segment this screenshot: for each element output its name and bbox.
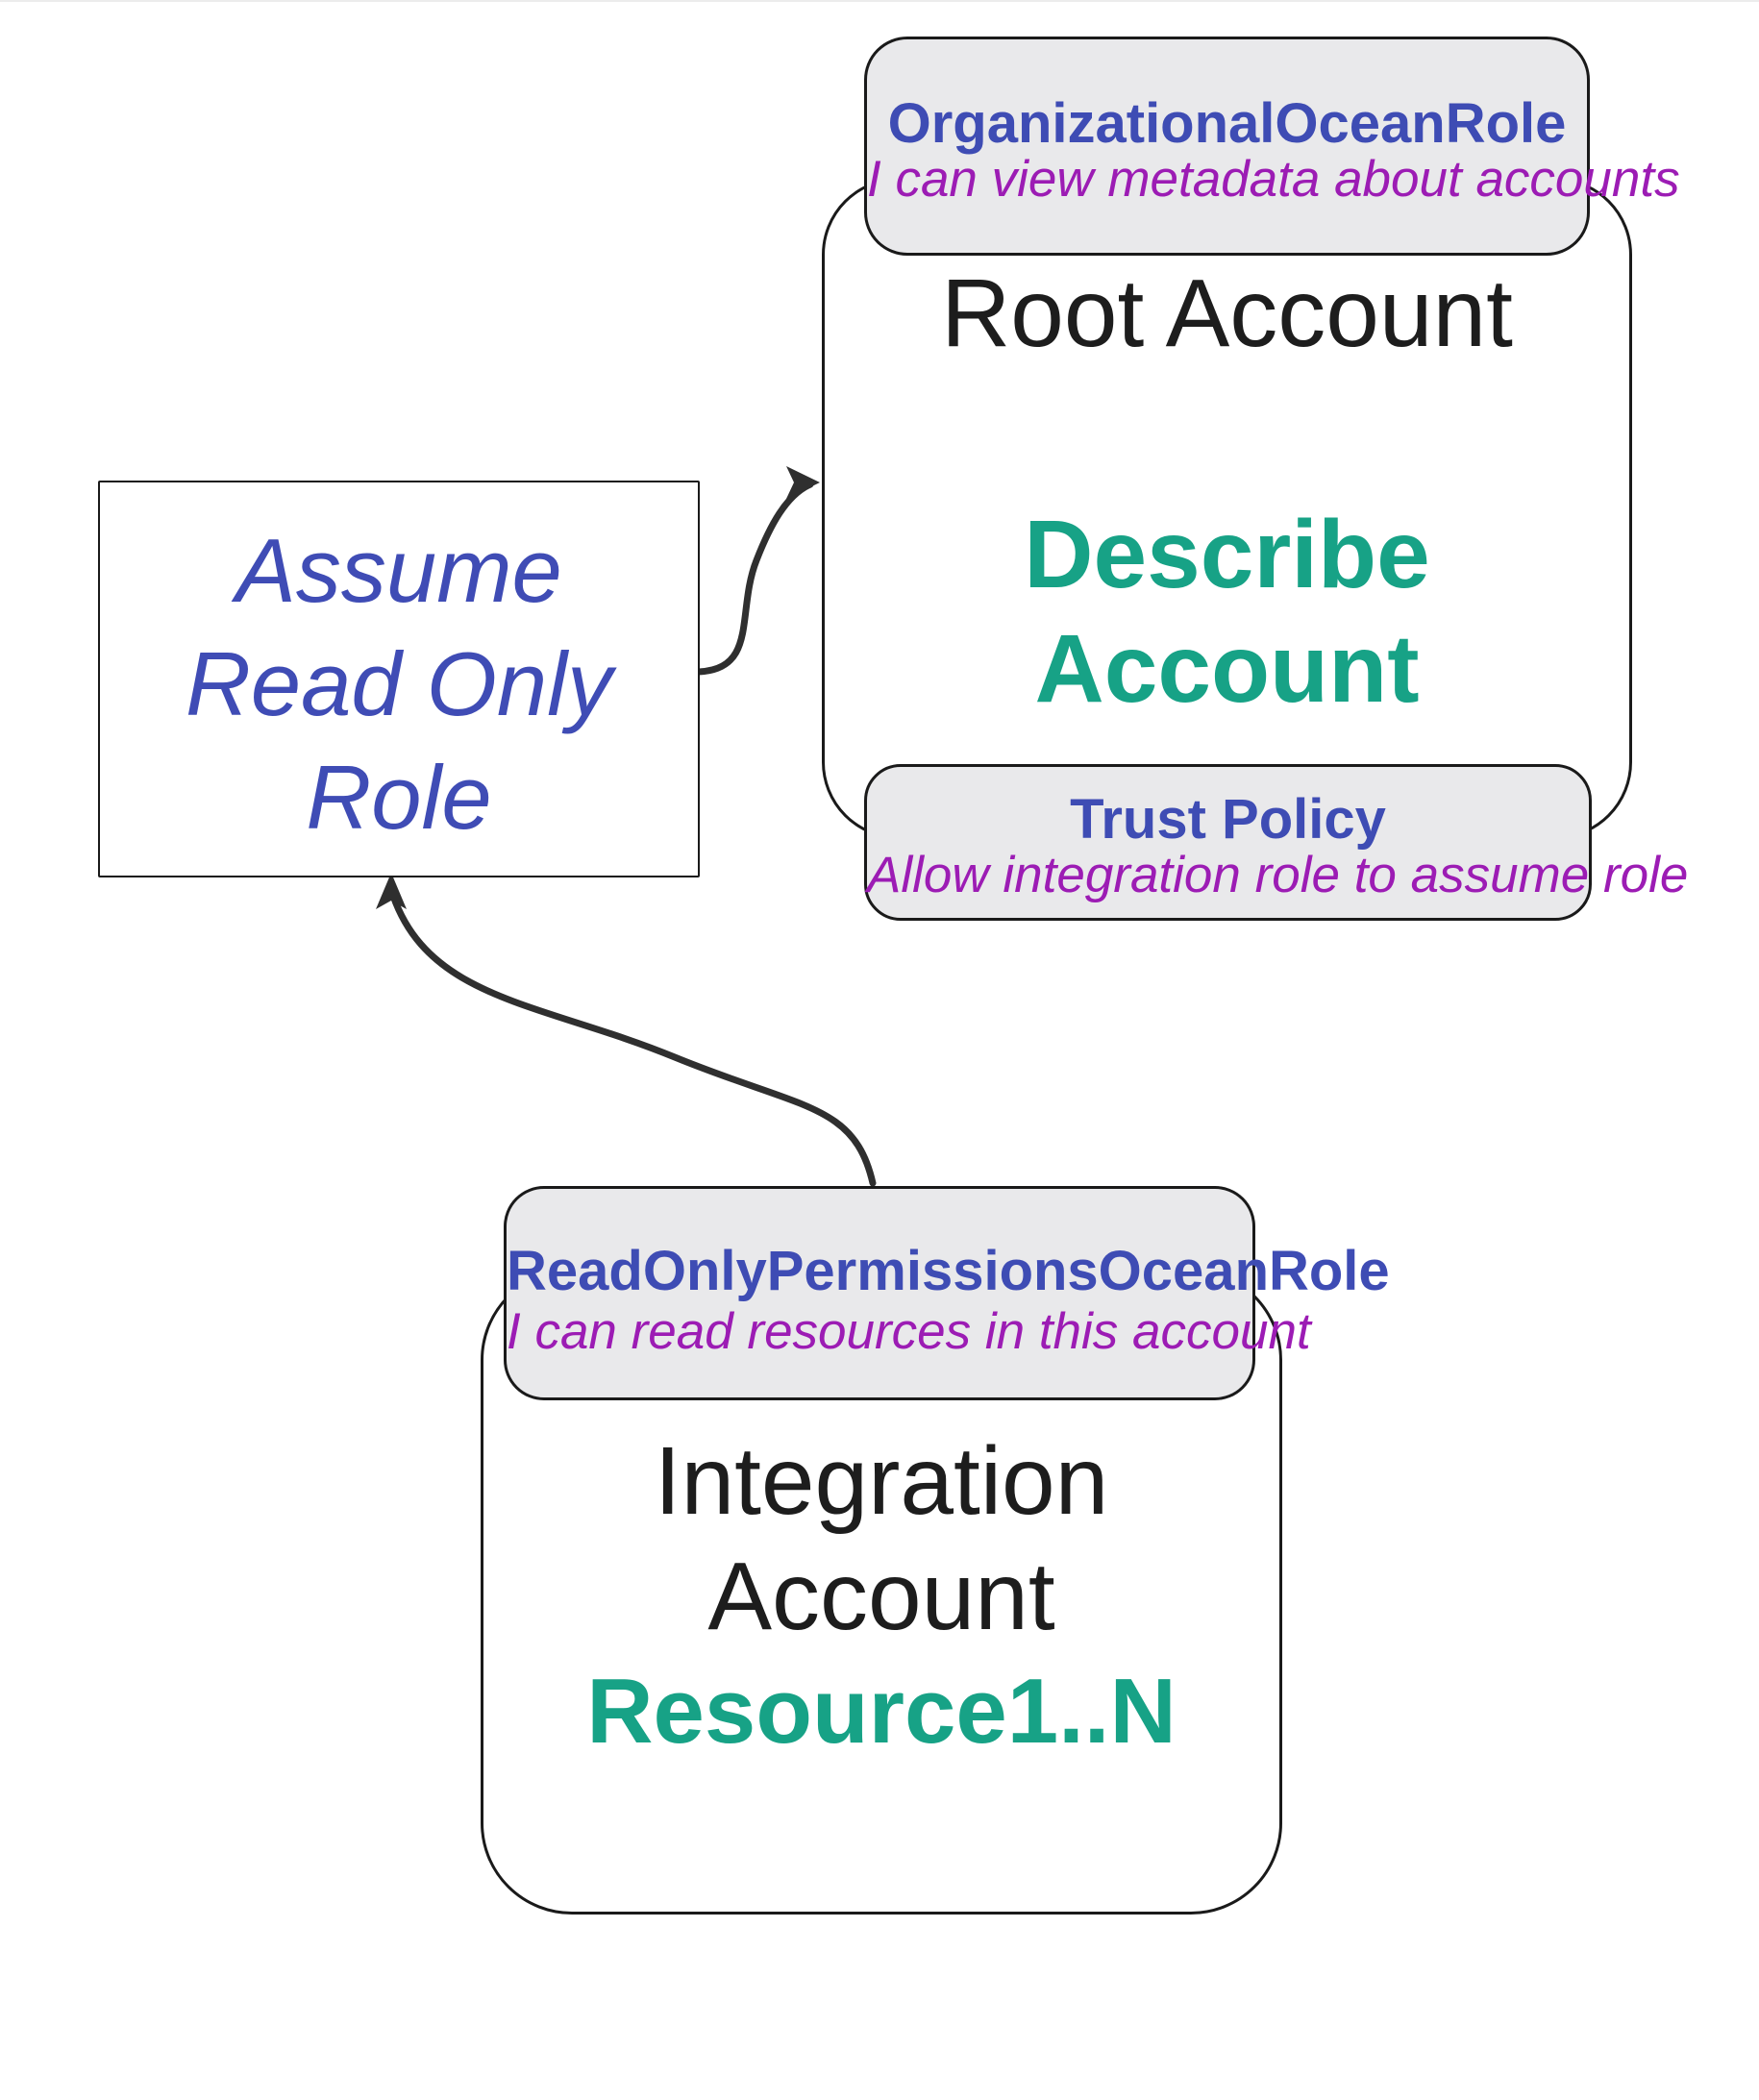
integration-to-assume-arrow-line (389, 892, 877, 1187)
integration-to-assume-arrowhead-icon (376, 873, 407, 909)
trust-policy-badge: Trust Policy Allow integration role to a… (864, 764, 1689, 921)
organizational-ocean-role-subtitle: I can view metadata about accounts (867, 151, 1680, 208)
readonly-permissions-ocean-role-subtitle: I can read resources in this account (507, 1303, 1311, 1360)
integration-account-title-line1: Integration (654, 1427, 1109, 1535)
integration-account-title-line2: Account (707, 1543, 1055, 1650)
assume-read-only-role-box: Assume Read Only Role (98, 481, 700, 877)
assume-box-line3: Role (306, 747, 492, 848)
assume-to-root-arrow (695, 466, 820, 676)
root-account-title: Root Account (941, 259, 1513, 367)
describe-account-line2: Account (1034, 615, 1420, 723)
assume-box-line2: Read Only (185, 633, 613, 734)
top-hairline (0, 0, 1759, 2)
readonly-permissions-ocean-role-title: ReadOnlyPermissionsOceanRole (507, 1240, 1390, 1302)
trust-policy-title: Trust Policy (1070, 788, 1386, 851)
root-account-box: Root Account Describe Account (822, 178, 1632, 839)
assume-to-root-arrow-line (695, 481, 814, 676)
readonly-permissions-ocean-role-badge: ReadOnlyPermissionsOceanRole I can read … (504, 1186, 1390, 1400)
assume-box-line1: Assume (235, 520, 562, 621)
organizational-ocean-role-title: OrganizationalOceanRole (887, 92, 1567, 155)
describe-account-line1: Describe (1024, 501, 1430, 608)
integration-to-assume-arrow (376, 873, 877, 1187)
integration-account-resources-label: Resource1..N (586, 1660, 1177, 1763)
organizational-ocean-role-badge: OrganizationalOceanRole I can view metad… (864, 37, 1680, 256)
assume-to-root-arrowhead-icon (786, 466, 820, 499)
trust-policy-subtitle: Allow integration role to assume role (867, 847, 1689, 903)
